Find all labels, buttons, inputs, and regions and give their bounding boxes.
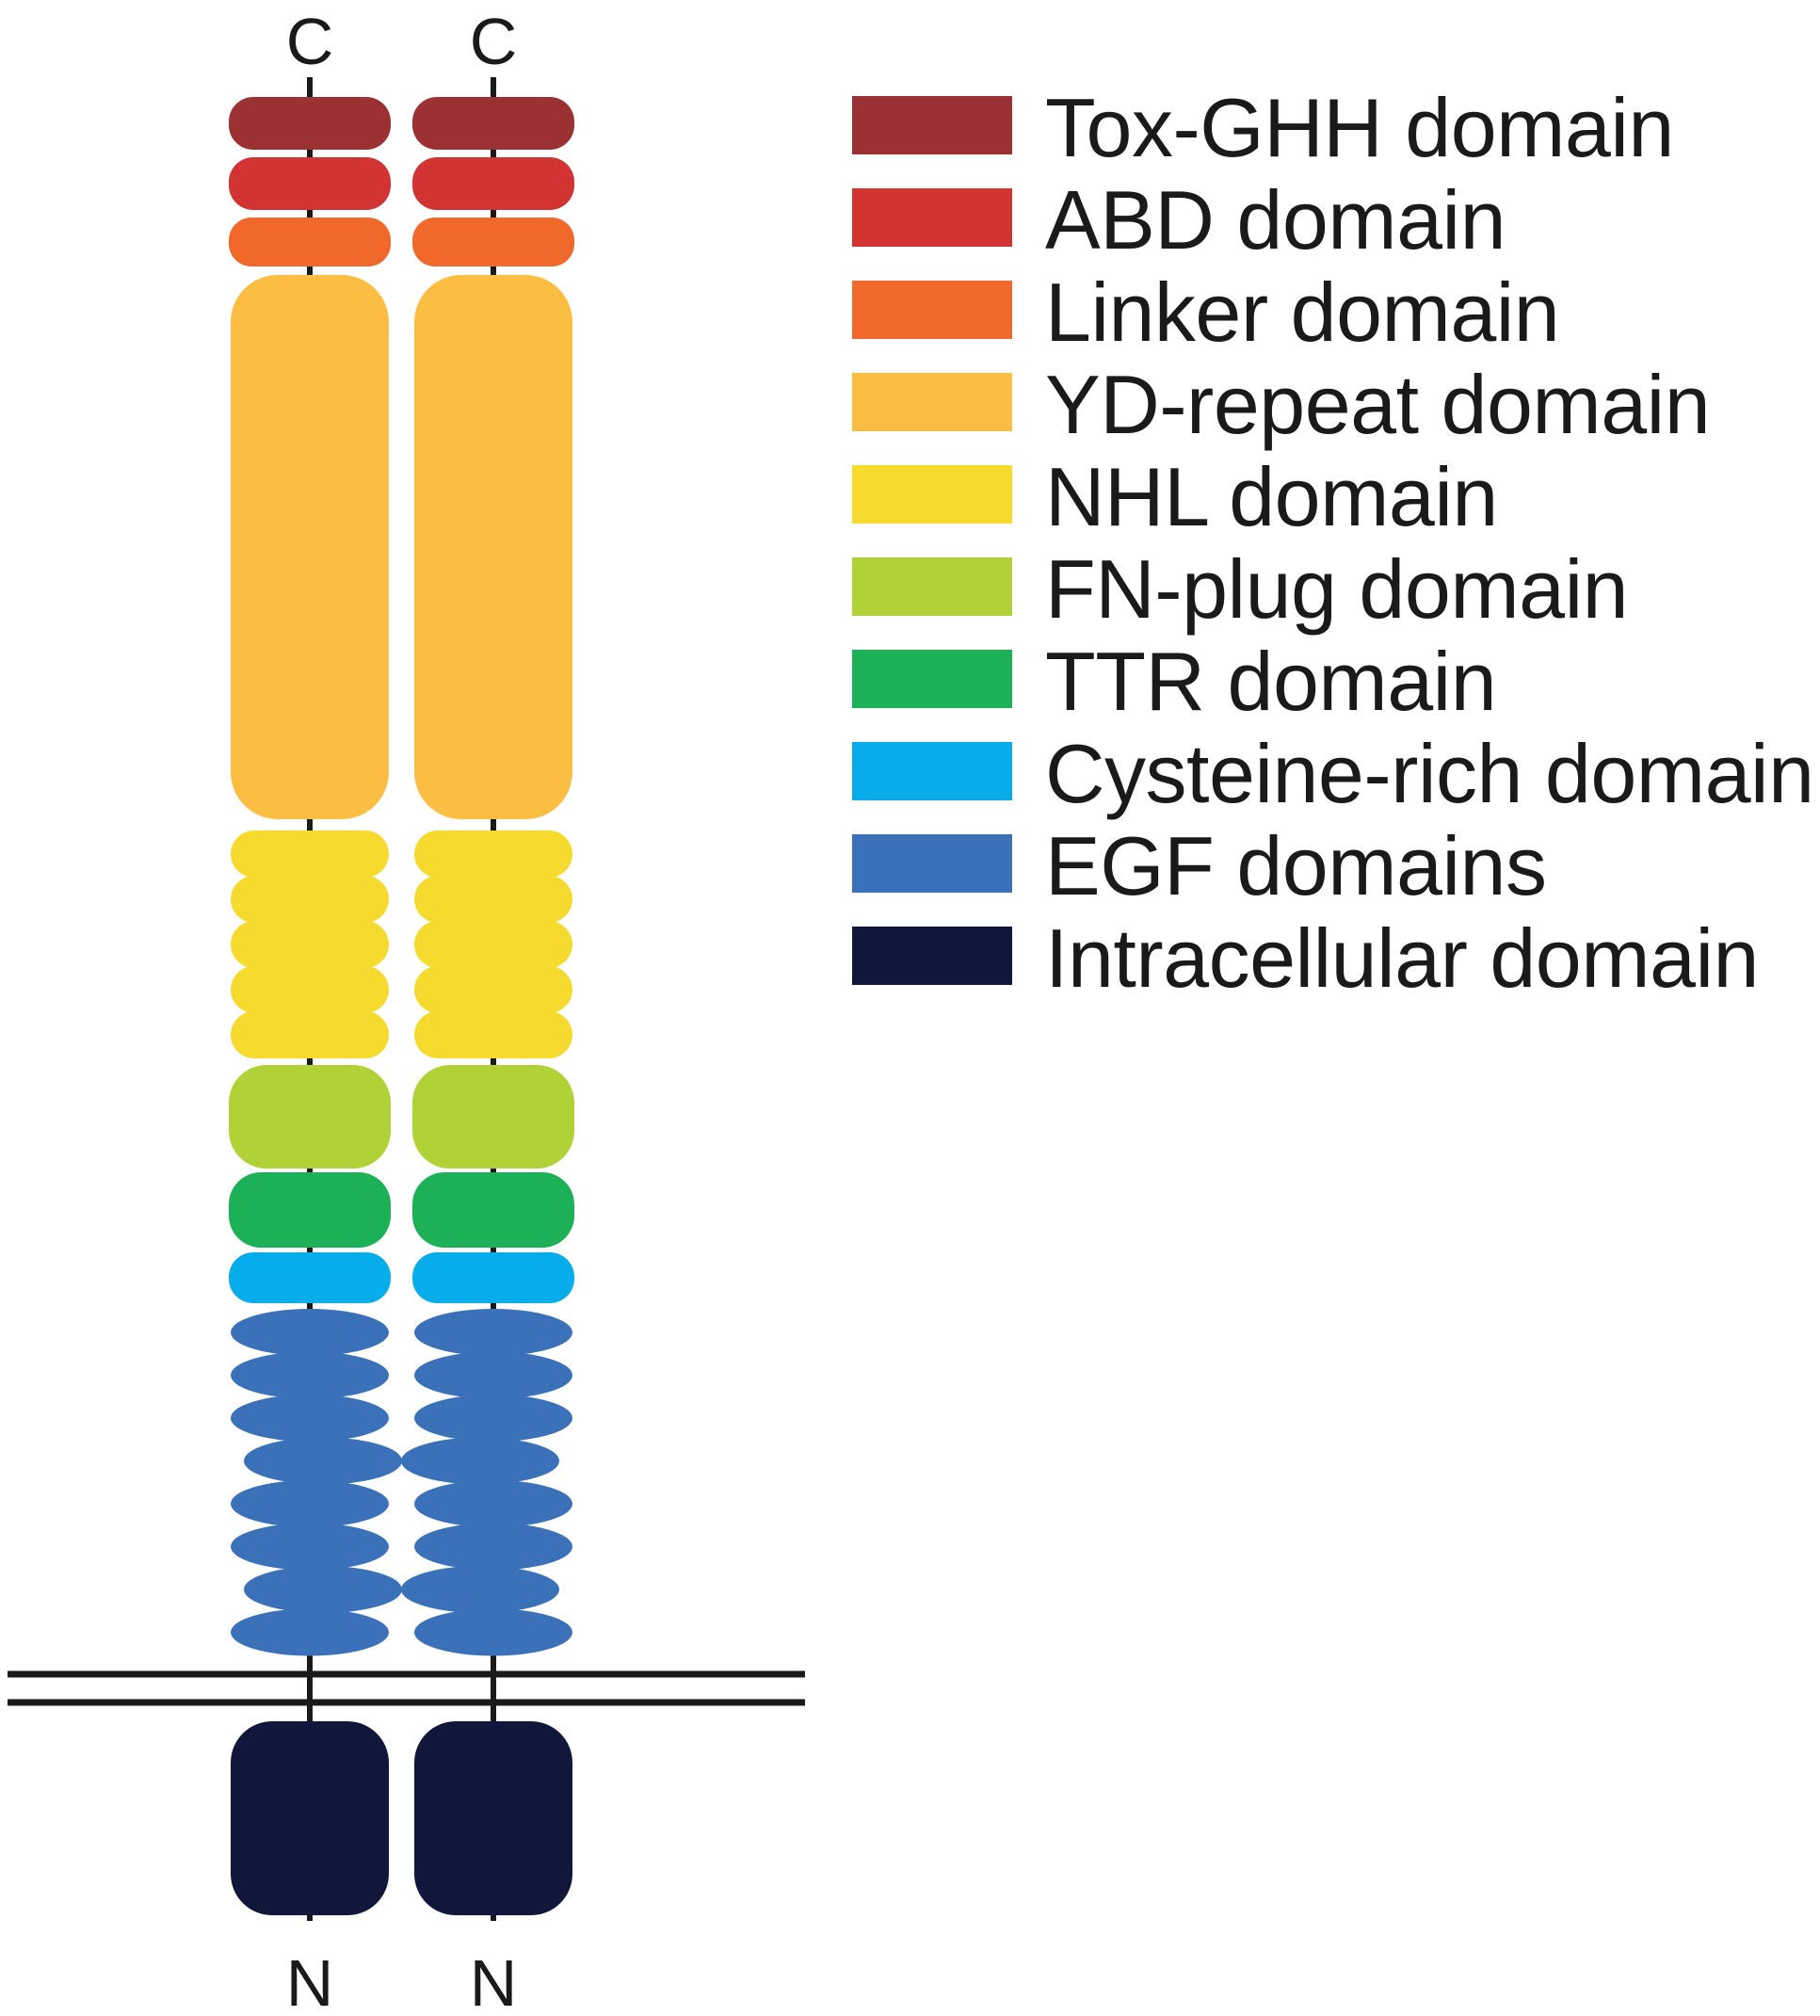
egf-repeat-left — [231, 1523, 389, 1571]
egf-repeat-left — [231, 1608, 389, 1656]
legend-swatch — [852, 650, 1012, 708]
domain-chains — [229, 97, 574, 1915]
n-terminus-left: N — [286, 1946, 334, 2016]
cell-membrane — [8, 1670, 805, 1706]
ttr-domain-right — [412, 1172, 574, 1248]
nhl-repeat-left — [231, 831, 389, 878]
nhl-repeat-right — [414, 966, 572, 1013]
c-terminus-right: C — [470, 5, 518, 78]
legend-label: Cysteine-rich domain — [1045, 727, 1814, 820]
egf-repeat-right — [414, 1395, 572, 1442]
nhl-repeat-left — [231, 1011, 389, 1058]
fn-plug-domain-left — [229, 1065, 391, 1169]
fn-plug-domain-right — [412, 1065, 574, 1169]
nhl-repeat-right — [414, 876, 572, 923]
legend-swatch — [852, 188, 1012, 247]
linker-domain-left — [229, 218, 391, 266]
legend-label: ABD domain — [1045, 173, 1506, 266]
tox-ghh-domain-right — [412, 97, 574, 150]
nhl-repeat-right — [414, 921, 572, 968]
egf-repeat-right — [414, 1309, 572, 1356]
egf-repeat-right — [414, 1523, 572, 1571]
legend-label: TTR domain — [1045, 635, 1497, 728]
intracellular-domain-left — [231, 1721, 389, 1915]
egf-repeat-right — [401, 1437, 559, 1485]
egf-repeat-right — [401, 1566, 559, 1613]
legend-label: YD-repeat domain — [1045, 358, 1711, 451]
legend-swatch — [852, 465, 1012, 524]
legend-label: Tox-GHH domain — [1045, 81, 1674, 174]
legend-label: FN-plug domain — [1045, 542, 1629, 636]
ttr-domain-left — [229, 1172, 391, 1248]
legend-swatch — [852, 373, 1012, 431]
legend-label: Linker domain — [1045, 266, 1560, 359]
egf-repeat-left — [244, 1566, 402, 1613]
nhl-repeat-left — [231, 876, 389, 923]
egf-repeat-right — [414, 1480, 572, 1527]
egf-repeat-right — [414, 1608, 572, 1656]
egf-repeat-right — [414, 1351, 572, 1399]
legend-label: NHL domain — [1045, 450, 1498, 543]
abd-domain-right — [412, 157, 574, 210]
intracellular-domain-right — [414, 1721, 572, 1915]
egf-repeat-left — [231, 1351, 389, 1399]
egf-repeat-left — [231, 1480, 389, 1527]
n-terminus-right: N — [470, 1946, 518, 2016]
legend-swatch — [852, 742, 1012, 800]
legend-swatch — [852, 96, 1012, 154]
legend-swatch — [852, 927, 1012, 985]
yd-repeat-domain-right — [414, 275, 572, 819]
linker-domain-right — [412, 218, 574, 266]
c-terminus-left: C — [286, 5, 334, 78]
tox-ghh-domain-left — [229, 97, 391, 150]
legend-label: Intracellular domain — [1045, 911, 1759, 1005]
legend-swatch — [852, 281, 1012, 339]
egf-repeat-left — [231, 1395, 389, 1442]
legend-swatch — [852, 557, 1012, 616]
legend-swatch — [852, 834, 1012, 893]
cysteine-rich-domain-right — [412, 1252, 574, 1303]
cysteine-rich-domain-left — [229, 1252, 391, 1303]
nhl-repeat-right — [414, 831, 572, 878]
nhl-repeat-right — [414, 1011, 572, 1058]
abd-domain-left — [229, 157, 391, 210]
egf-repeat-left — [231, 1309, 389, 1356]
egf-repeat-left — [244, 1437, 402, 1485]
nhl-repeat-left — [231, 966, 389, 1013]
legend-label: EGF domains — [1045, 819, 1547, 912]
yd-repeat-domain-left — [231, 275, 389, 819]
nhl-repeat-left — [231, 921, 389, 968]
